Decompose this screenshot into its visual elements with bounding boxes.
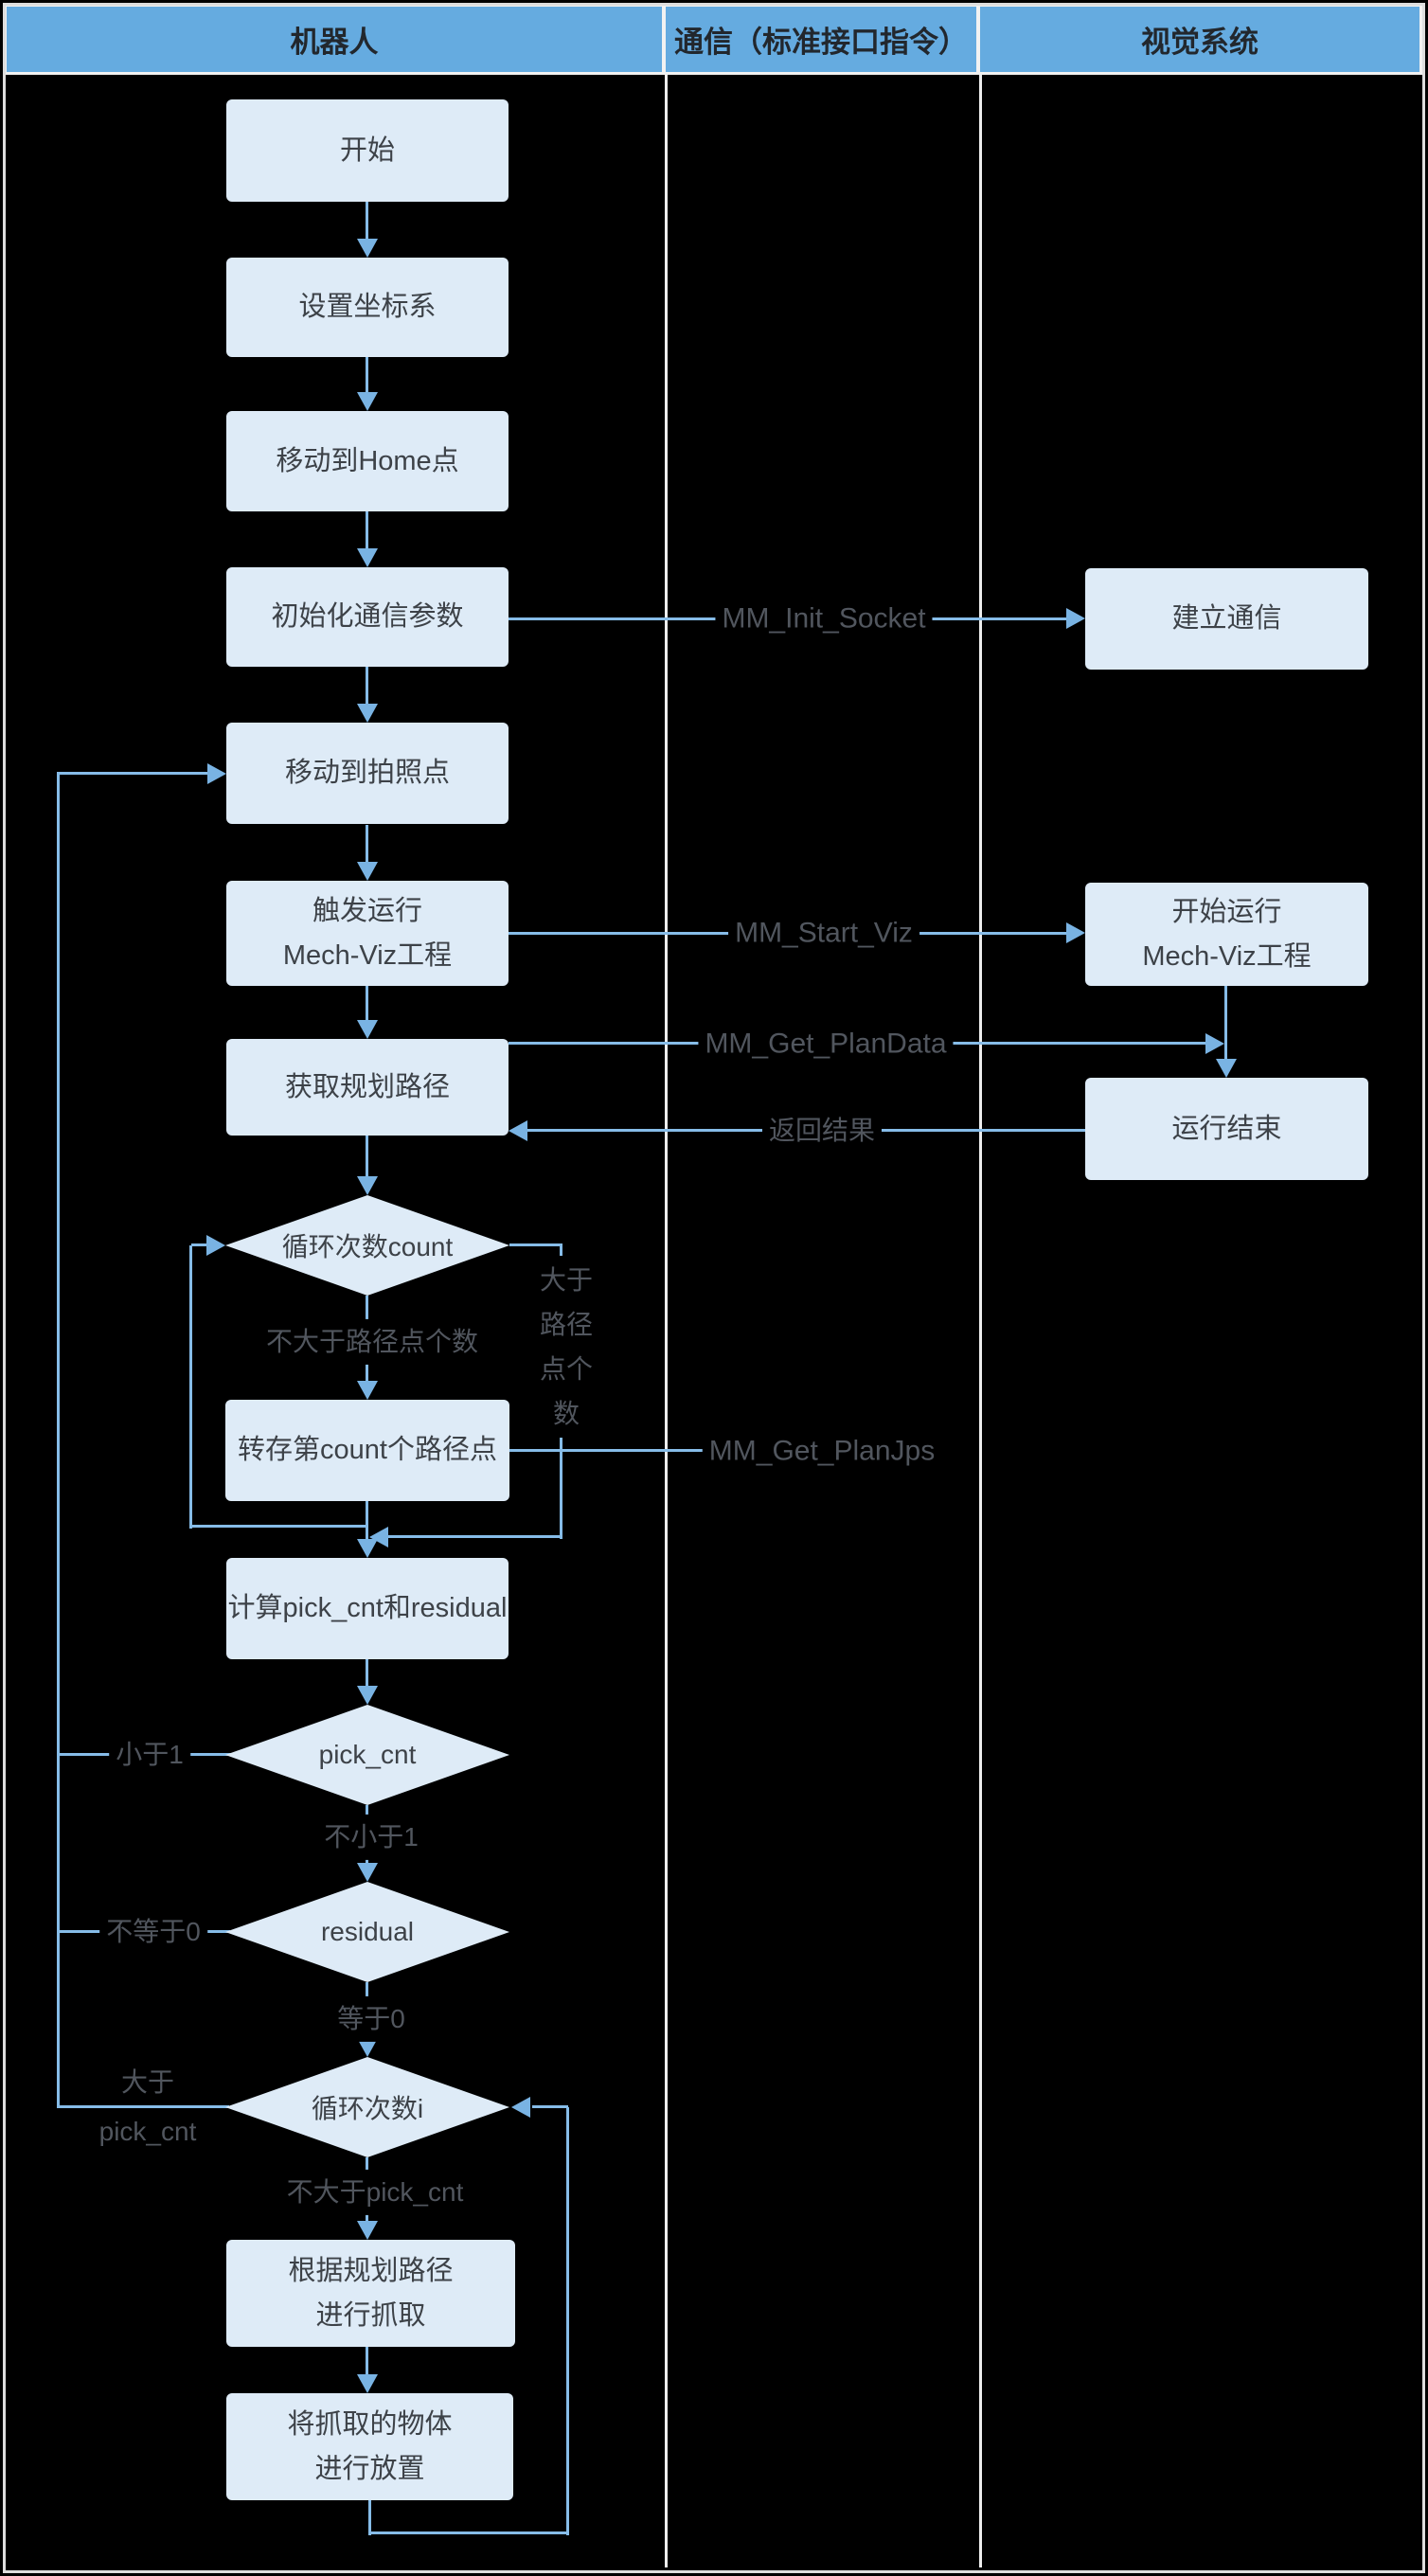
lane-title-robot: 机器人 [7, 7, 662, 72]
label-not-greater-points: 不大于路径点个数 [259, 1318, 486, 1366]
label-return-result: 返回结果 [761, 1107, 883, 1154]
arrowhead-down-icon [357, 704, 378, 723]
label-less-than-1: 小于1 [109, 1731, 190, 1779]
edge-movehome-initcomm [366, 511, 368, 551]
edge-getpath-loopcount [366, 1136, 368, 1179]
edge-start-setcoord [366, 202, 368, 242]
lane-title-communication: 通信（标准接口指令） [666, 7, 976, 72]
edge-setcoord-movehome [366, 357, 368, 395]
arrowhead-down-icon [357, 862, 378, 881]
arrowhead-left-icon [369, 1527, 388, 1547]
edge-dopick-doplace [366, 2347, 368, 2376]
edge-savepoint-calc [366, 1501, 368, 1541]
lane-divider-2 [979, 75, 982, 2567]
edge-initcomm-movephoto [366, 667, 368, 707]
lane-title-vision: 视觉系统 [980, 7, 1419, 72]
arrowhead-right-icon [1066, 922, 1085, 943]
outer-frame [3, 3, 1425, 2573]
node-do-place: 将抓取的物体 进行放置 [226, 2393, 513, 2500]
decision-residual: residual [225, 1882, 509, 1982]
iloop-into-diamond [532, 2105, 568, 2108]
edge-startviz-finish [1224, 986, 1227, 1061]
arrowhead-down-icon [357, 1686, 378, 1705]
label-not-less-than-1: 不小于1 [317, 1814, 425, 1861]
label-not-greater-pickcnt: 不大于pick_cnt [279, 2169, 471, 2216]
label-mm-init-socket: MM_Init_Socket [715, 594, 933, 643]
label-equal-0: 等于0 [330, 1995, 412, 2043]
edge-savepoint-planjps [509, 1449, 717, 1452]
countloop-bottom [189, 1525, 368, 1528]
greater-branch-top [509, 1243, 562, 1246]
arrowhead-down-icon [357, 2221, 378, 2240]
node-set-coordinate: 设置坐标系 [226, 258, 509, 357]
node-trigger-mechviz: 触发运行 Mech-Viz工程 [226, 881, 509, 986]
node-move-photo: 移动到拍照点 [226, 723, 509, 824]
arrowhead-down-icon [357, 1863, 378, 1882]
decision-pick-cnt: pick_cnt [225, 1705, 509, 1805]
countloop-vertical [189, 1245, 192, 1529]
node-init-comm: 初始化通信参数 [226, 567, 509, 667]
label-not-equal-0: 不等于0 [99, 1908, 207, 1956]
node-save-waypoint: 转存第count个路径点 [225, 1400, 509, 1501]
greater-branch-merge [388, 1535, 562, 1538]
arrowhead-left-icon [511, 2097, 530, 2118]
node-move-home: 移动到Home点 [226, 411, 509, 511]
label-mm-get-planjps: MM_Get_PlanJps [702, 1426, 942, 1476]
edge-doplace-loop [368, 2500, 371, 2535]
node-startviz-run: 开始运行 Mech-Viz工程 [1085, 883, 1368, 986]
edge-calc-pickcnt [366, 1659, 368, 1688]
arrowhead-down-icon [357, 1381, 378, 1400]
rail-into-movephoto [58, 772, 209, 775]
arrowhead-down-icon [357, 2038, 378, 2057]
arrowhead-down-icon [357, 1176, 378, 1195]
arrowhead-down-icon [357, 2374, 378, 2393]
countloop-into-diamond [191, 1243, 208, 1246]
decision-loop-i: 循环次数i [225, 2057, 509, 2157]
node-calc-pickcnt-residual: 计算pick_cnt和residual [226, 1558, 509, 1659]
branch-loopi-greater [58, 2105, 229, 2108]
swimlane-header: 机器人 通信（标准接口指令） 视觉系统 [4, 4, 1422, 75]
arrowhead-down-icon [357, 392, 378, 411]
node-run-finished: 运行结束 [1085, 1078, 1368, 1180]
label-mm-get-plandata: MM_Get_PlanData [698, 1019, 954, 1068]
label-greater-points: 大于 路径 点个 数 [534, 1256, 598, 1438]
node-establish-comm: 建立通信 [1085, 568, 1368, 670]
edge-trigger-getpath [366, 986, 368, 1024]
decision-loop-count: 循环次数count [225, 1195, 509, 1296]
arrowhead-left-icon [509, 1120, 527, 1141]
arrowhead-right-icon [207, 763, 226, 784]
arrowhead-down-icon [357, 239, 378, 258]
label-greater-pickcnt: 大于 pick_cnt [98, 2067, 197, 2146]
rail-loopback [57, 772, 60, 2108]
arrowhead-down-icon [357, 548, 378, 567]
iloop-vertical [566, 2107, 569, 2535]
arrowhead-down-icon [1216, 1059, 1237, 1078]
edge-movephoto-trigger [366, 825, 368, 865]
arrowhead-right-icon [1205, 1033, 1224, 1054]
iloop-bottom [368, 2531, 569, 2534]
node-get-path: 获取规划路径 [226, 1039, 509, 1136]
node-start: 开始 [226, 99, 509, 202]
label-mm-start-viz: MM_Start_Viz [728, 908, 919, 957]
arrowhead-right-icon [206, 1235, 225, 1256]
node-do-pick: 根据规划路径 进行抓取 [226, 2240, 515, 2347]
arrowhead-right-icon [1066, 608, 1085, 629]
arrowhead-down-icon [357, 1020, 378, 1039]
lane-divider-1 [665, 75, 668, 2567]
